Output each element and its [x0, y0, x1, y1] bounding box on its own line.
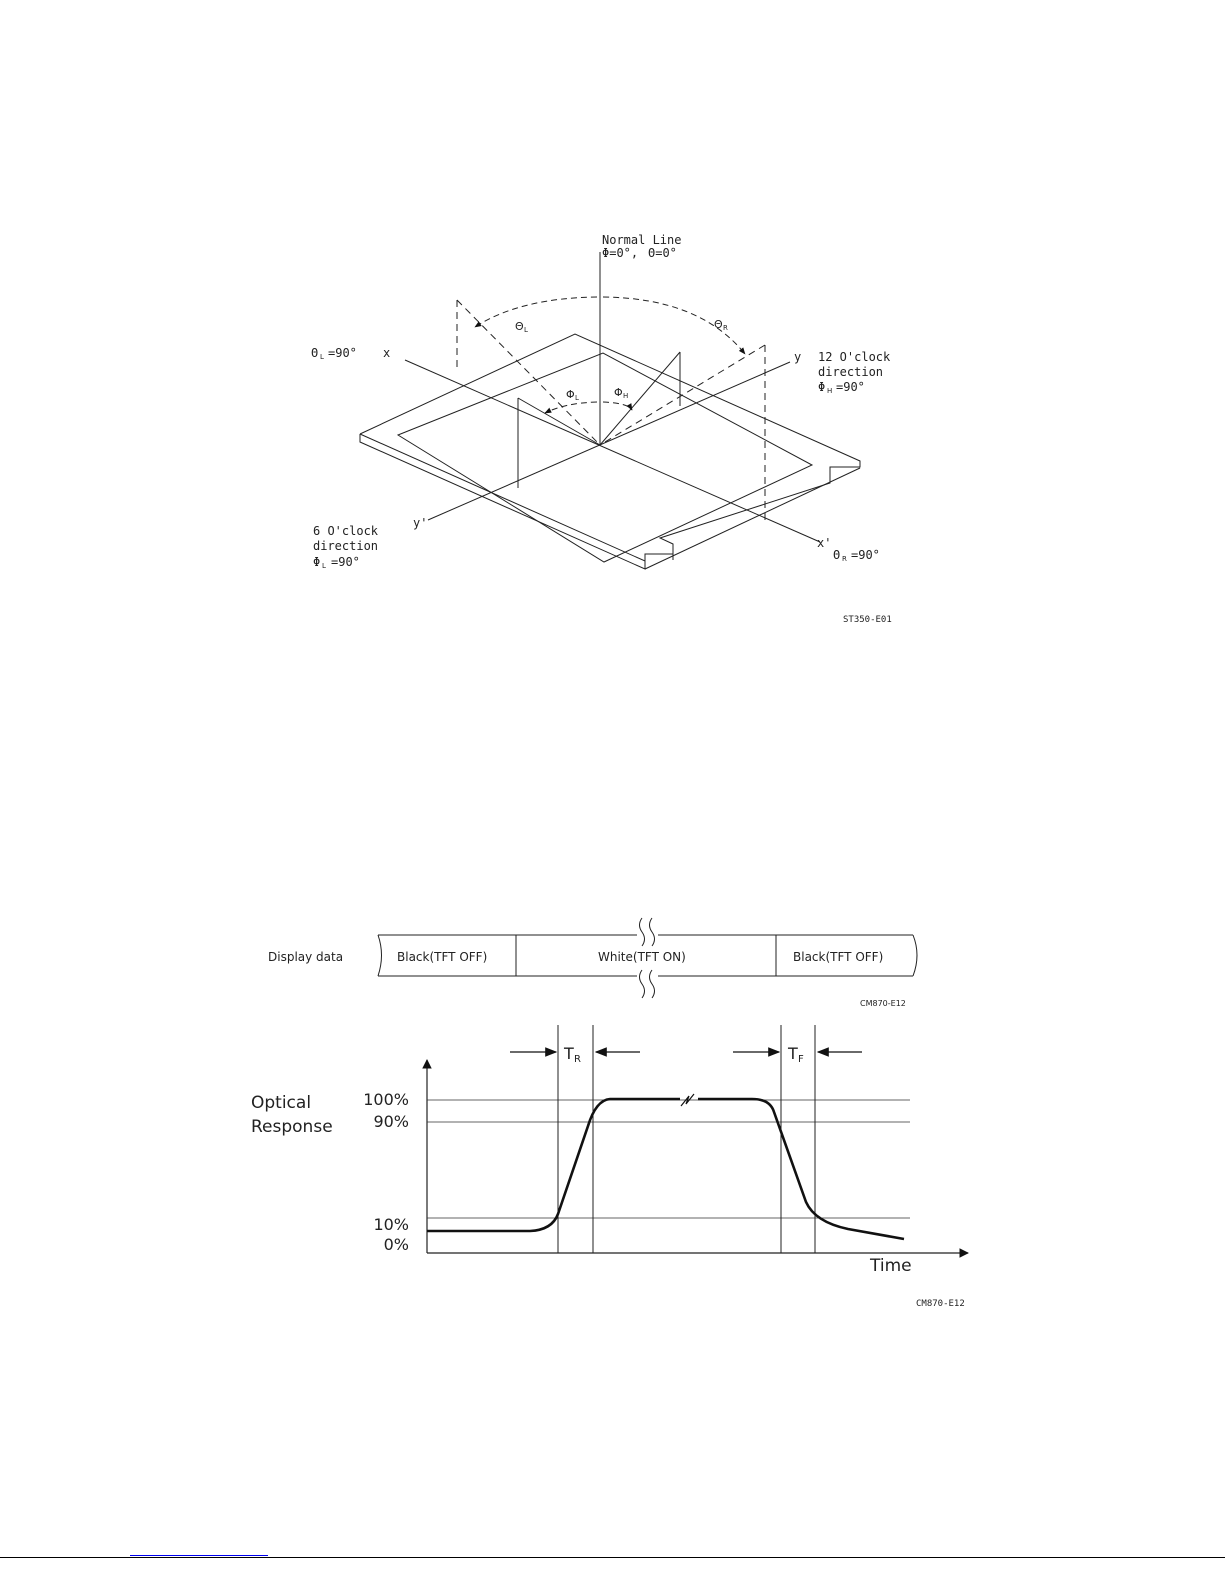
axes-lines [405, 252, 820, 542]
y-label-response: Response [251, 1117, 333, 1137]
display-data-bar [378, 918, 917, 998]
lcd-panel [360, 334, 860, 569]
svg-text:R: R [842, 555, 847, 563]
footer-link-underline[interactable] [130, 1555, 268, 1556]
display-data-label: Display data [268, 950, 343, 964]
svg-text:L: L [320, 353, 324, 361]
svg-text:12 O'clock: 12 O'clock [818, 350, 891, 364]
svg-text:R: R [574, 1054, 581, 1065]
theta-r-90-label: Θ R =90° [833, 548, 880, 563]
phi-h-sub: H [623, 392, 628, 400]
phi-h-label: Φ [614, 386, 623, 399]
svg-text:Θ: Θ [311, 346, 318, 360]
normal-line-phi: Φ=0°, [602, 246, 638, 260]
svg-text:H: H [827, 387, 832, 395]
svg-text:=90°: =90° [836, 380, 865, 394]
theta-l-90-label: Θ L =90° [311, 346, 357, 361]
level-10: 10% [373, 1215, 409, 1234]
svg-text:F: F [798, 1054, 804, 1065]
normal-line-title: Normal Line [602, 233, 681, 247]
six-oclock-label: 6 O'clock direction Φ L =90° [313, 524, 379, 570]
axis-x-prime-label: x' [817, 536, 831, 550]
level-gridlines [427, 1100, 910, 1218]
tf-label: T F [787, 1044, 804, 1065]
level-100: 100% [363, 1090, 409, 1109]
normal-line-theta: Θ=0° [648, 246, 677, 260]
footer-rule [0, 1557, 1225, 1558]
theta-l-sub: L [524, 326, 528, 334]
segment-white: White(TFT ON) [598, 950, 686, 964]
level-0: 0% [384, 1235, 409, 1254]
tr-label: T R [563, 1044, 581, 1065]
optical-response-curve [427, 1099, 904, 1239]
viewing-angle-diagram: Normal Line Φ=0°, Θ=0° Θ L Θ R Φ L Φ H Θ… [0, 0, 1225, 660]
svg-text:Θ: Θ [833, 548, 840, 562]
svg-text:Φ: Φ [818, 380, 825, 394]
svg-text:direction: direction [313, 539, 378, 553]
theta-l-label: Θ [515, 320, 524, 333]
angle-arcs [475, 297, 745, 413]
normal-line-label: Normal Line Φ=0°, Θ=0° [602, 233, 681, 260]
svg-text:=90°: =90° [331, 555, 360, 569]
phi-l-sub: L [575, 394, 579, 402]
transition-markers [558, 1025, 815, 1253]
theta-r-sub: R [723, 324, 728, 332]
level-90: 90% [373, 1112, 409, 1131]
figure-code-st350: ST350-E01 [843, 615, 892, 625]
svg-text:L: L [322, 562, 326, 570]
figure-code-cm870-a: CM870-E12 [860, 999, 906, 1008]
axis-y-prime-label: y' [413, 516, 427, 530]
axis-x-label: x [383, 346, 390, 360]
svg-text:=90°: =90° [851, 548, 880, 562]
y-label-optical: Optical [251, 1093, 311, 1113]
svg-text:T: T [787, 1044, 798, 1063]
svg-text:6 O'clock: 6 O'clock [313, 524, 379, 538]
figure-code-cm870-b: CM870-E12 [916, 1299, 965, 1309]
segment-black-1: Black(TFT OFF) [397, 950, 487, 964]
axis-y-label: y [794, 350, 801, 364]
svg-text:direction: direction [818, 365, 883, 379]
dashed-planes [457, 300, 765, 522]
x-label-time: Time [869, 1256, 912, 1276]
svg-text:Φ: Φ [313, 555, 320, 569]
curve-break-mark [681, 1094, 694, 1106]
svg-text:T: T [563, 1044, 574, 1063]
phi-l-label: Φ [566, 388, 575, 401]
twelve-oclock-label: 12 O'clock direction Φ H =90° [818, 350, 891, 395]
optical-axes [427, 1060, 968, 1253]
svg-text:=90°: =90° [328, 346, 357, 360]
theta-r-label: Θ [714, 318, 723, 331]
segment-black-2: Black(TFT OFF) [793, 950, 883, 964]
